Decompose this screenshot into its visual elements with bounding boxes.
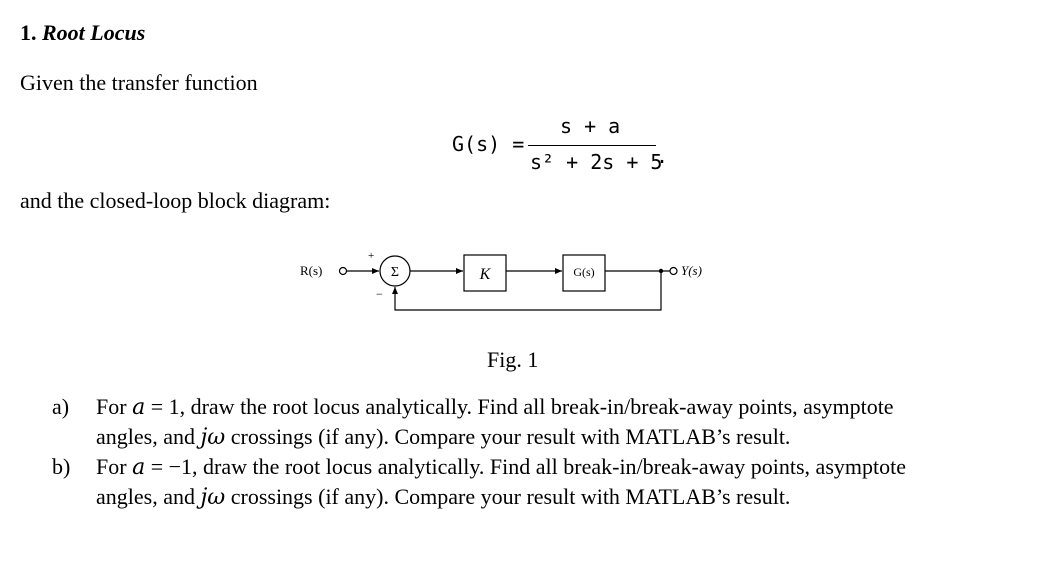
intro-text: Given the transfer function — [20, 70, 258, 95]
plant-label: G(s) — [573, 265, 594, 279]
section-heading: 1. Root Locus — [20, 20, 145, 46]
question-marker: b) — [52, 454, 71, 479]
output-label: Y(s) — [681, 263, 702, 278]
question-line: angles, and jω crossings (if any). Compa… — [96, 484, 791, 510]
question-line: For a = 1, draw the root locus analytica… — [96, 394, 894, 420]
equation-numerator: s + a — [560, 114, 621, 138]
plant-block — [562, 254, 606, 292]
question-item-b: b) For a = −1, draw the root locus analy… — [0, 452, 1063, 512]
controller-block — [463, 254, 507, 292]
summer-symbol: Σ — [391, 265, 399, 280]
input-label: R(s) — [300, 263, 322, 278]
equation-denominator: s² + 2s + 5 — [530, 150, 663, 174]
fraction-bar — [528, 145, 656, 146]
question-line: angles, and jω crossings (if any). Compa… — [96, 424, 791, 450]
input-terminal — [338, 266, 348, 276]
feedback-path — [392, 271, 662, 311]
transfer-function-equation: G(s) = s + a s² + 2s + 5 . — [452, 108, 672, 178]
minus-sign: − — [376, 287, 383, 301]
plus-sign: + — [368, 250, 374, 262]
block-intro-text: and the closed-loop block diagram: — [20, 188, 331, 213]
controller-label: K — [479, 266, 492, 283]
question-list: a) For a = 1, draw the root locus analyt… — [0, 392, 1063, 532]
question-line: For a = −1, draw the root locus analytic… — [96, 454, 906, 480]
section-number: 1. — [20, 20, 37, 45]
equation-terminator: . — [656, 144, 669, 168]
output-terminal — [669, 266, 678, 276]
question-item-a: a) For a = 1, draw the root locus analyt… — [0, 392, 1063, 452]
block-diagram: R(s) + Σ − K G(s) Y(s) — [300, 250, 702, 311]
figure-caption: Fig. 1 — [487, 347, 539, 372]
equation-lhs: G(s) = — [452, 132, 525, 156]
question-marker: a) — [52, 394, 70, 419]
section-title: Root Locus — [42, 20, 146, 45]
